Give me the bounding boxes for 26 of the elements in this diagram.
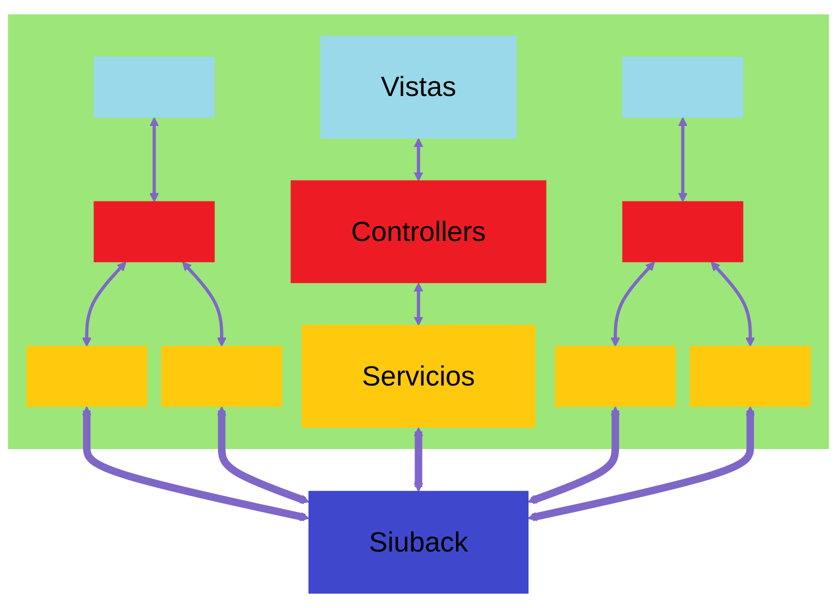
- arrow: [414, 138, 424, 182]
- node-box: [622, 201, 744, 262]
- arrow: [414, 427, 424, 492]
- arrow: [150, 117, 159, 202]
- node-box: [622, 56, 744, 118]
- arrow: [414, 282, 424, 326]
- node-box: Siuback: [308, 490, 529, 594]
- node-box: Vistas: [320, 36, 517, 139]
- node-box: [690, 346, 811, 407]
- cluster: [8, 14, 829, 450]
- arrow: [528, 406, 755, 522]
- node-box: [26, 346, 148, 407]
- node-box: [94, 201, 215, 262]
- arrow: [82, 406, 310, 522]
- node-box: [554, 346, 676, 407]
- arrow: [216, 406, 310, 504]
- node-box: Servicios: [302, 324, 536, 428]
- arrow: [678, 117, 688, 202]
- node-box: [94, 56, 215, 118]
- node-box: [161, 346, 282, 407]
- arrow: [528, 406, 620, 504]
- arrow: [710, 262, 755, 347]
- node-box: Controllers: [290, 180, 546, 284]
- arrow: [182, 262, 226, 347]
- arrow: [82, 262, 126, 347]
- arrow: [610, 262, 655, 347]
